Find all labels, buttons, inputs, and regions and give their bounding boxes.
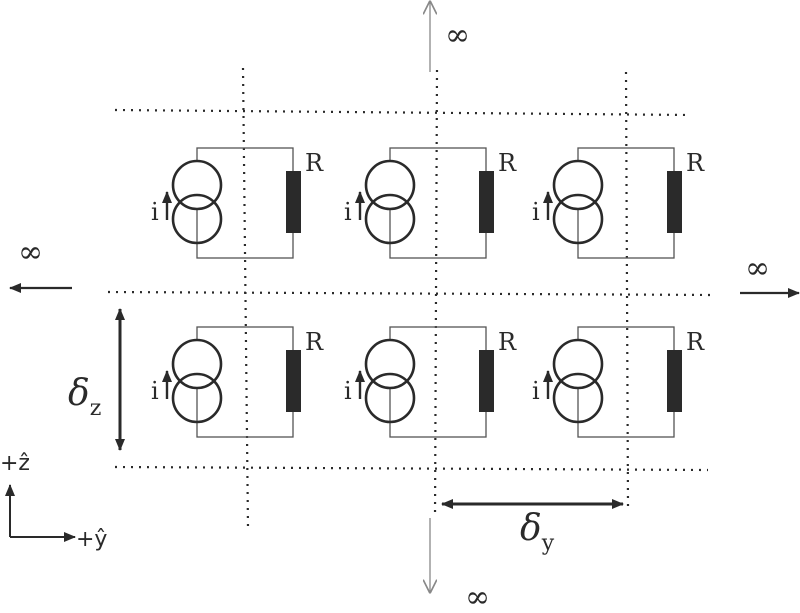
resistor-icon [479, 350, 494, 412]
resistor-label: R [305, 328, 324, 356]
dotted-grid [107, 67, 716, 529]
delta-y-subscript: y [541, 531, 555, 556]
resistor-icon [667, 350, 682, 412]
resistor-label: R [498, 328, 517, 356]
grid-line-center [433, 69, 439, 519]
delta-z-subscript: z [90, 396, 102, 421]
infinity-label-top: ∞ [445, 18, 470, 53]
resistor-icon [667, 171, 682, 233]
resistor-label: R [498, 149, 517, 177]
delta-z-symbol: δ [68, 373, 90, 414]
current-source-icon [552, 159, 604, 245]
grid-line-right [624, 71, 630, 509]
circuit-cell: iR [344, 147, 517, 259]
delta-z-label: δz [68, 373, 101, 421]
delta-y-label: δy [520, 508, 555, 556]
current-source-icon [171, 159, 223, 245]
grid-line-bottom [114, 465, 709, 472]
y-axis-label: +ŷ [76, 527, 107, 552]
source-circle-lower [552, 193, 604, 245]
resistor-label: R [305, 149, 324, 177]
grid-line-middle [107, 290, 716, 297]
coordinate-axes [4, 484, 76, 542]
z-axis-label: +ẑ [0, 451, 30, 476]
source-circle-lower [171, 372, 223, 424]
current-label: i [532, 198, 540, 226]
current-label: i [344, 377, 352, 405]
circuit-cell: iR [344, 326, 517, 438]
source-circle-lower [552, 372, 604, 424]
current-label: i [151, 198, 159, 226]
current-source-icon [364, 159, 416, 245]
resistor-icon [479, 171, 494, 233]
infinity-label-left: ∞ [18, 235, 43, 270]
circuit-cell: iR [532, 326, 705, 438]
resistor-label: R [686, 149, 705, 177]
circuit-cell: iR [151, 326, 324, 438]
resistor-label: R [686, 328, 705, 356]
current-label: i [151, 377, 159, 405]
source-circle-lower [364, 372, 416, 424]
resistor-icon [286, 171, 301, 233]
circuit-cell: iR [151, 147, 324, 259]
current-label: i [532, 377, 540, 405]
resistor-icon [286, 350, 301, 412]
source-circle-lower [364, 193, 416, 245]
infinity-label-right: ∞ [745, 251, 770, 286]
infinity-label-bottom: ∞ [465, 580, 490, 613]
current-label: i [344, 198, 352, 226]
grid-line-top [114, 108, 691, 117]
source-circle-lower [171, 193, 223, 245]
current-source-icon [171, 338, 223, 424]
circuit-cell: iR [532, 147, 705, 259]
current-source-icon [552, 338, 604, 424]
grid-line-left [241, 67, 250, 529]
current-source-icon [364, 338, 416, 424]
delta-y-symbol: δ [520, 508, 542, 549]
infinity-arrows [9, 2, 800, 592]
